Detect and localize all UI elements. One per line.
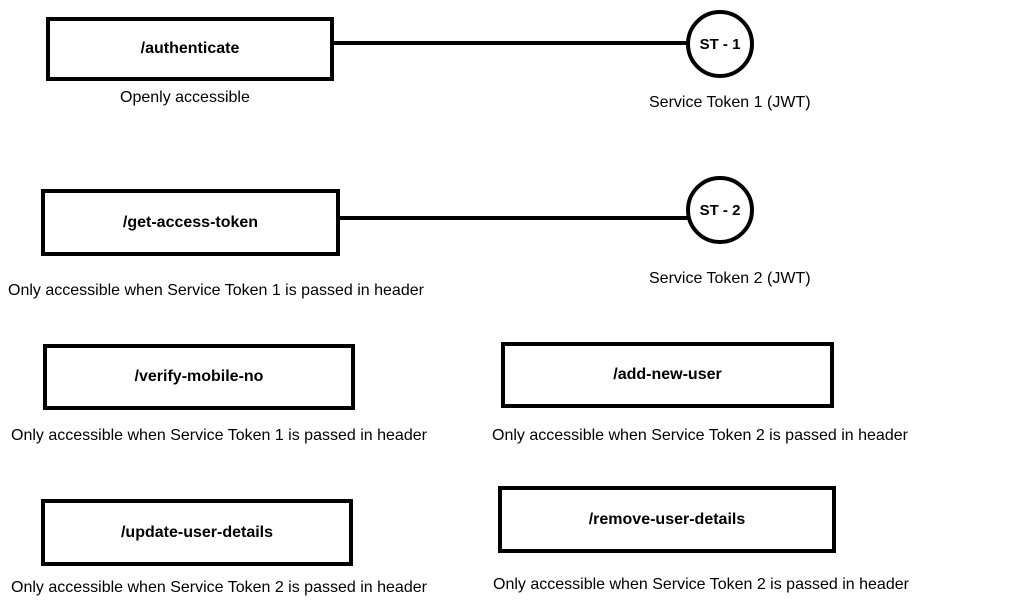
endpoint-get-access-token-caption: Only accessible when Service Token 1 is … <box>8 282 424 299</box>
token-st2-label: ST - 2 <box>699 201 741 219</box>
connector-get-access-token-st2 <box>338 216 690 220</box>
endpoint-get-access-token: /get-access-token <box>41 189 340 256</box>
token-st1: ST - 1 <box>686 10 754 78</box>
endpoint-authenticate-label: /authenticate <box>140 40 240 57</box>
connector-authenticate-st1 <box>332 41 690 45</box>
endpoint-update-user-details-caption: Only accessible when Service Token 2 is … <box>11 579 427 596</box>
endpoint-remove-user-details-label: /remove-user-details <box>588 510 746 528</box>
endpoint-add-new-user: /add-new-user <box>501 342 834 408</box>
endpoint-add-new-user-label: /add-new-user <box>613 366 722 383</box>
endpoint-add-new-user-caption: Only accessible when Service Token 2 is … <box>492 427 908 444</box>
endpoint-remove-user-details: /remove-user-details <box>498 486 836 553</box>
token-st2: ST - 2 <box>686 176 754 244</box>
endpoint-get-access-token-label: /get-access-token <box>122 213 259 231</box>
endpoint-remove-user-details-caption: Only accessible when Service Token 2 is … <box>493 576 909 593</box>
endpoint-verify-mobile-no-caption: Only accessible when Service Token 1 is … <box>11 427 427 444</box>
endpoint-verify-mobile-no: /verify-mobile-no <box>43 344 355 410</box>
endpoint-verify-mobile-no-label: /verify-mobile-no <box>134 368 264 385</box>
endpoint-update-user-details: /update-user-details <box>41 499 353 566</box>
token-st1-caption: Service Token 1 (JWT) <box>649 94 811 111</box>
endpoint-authenticate-caption: Openly accessible <box>120 89 250 106</box>
endpoint-authenticate: /authenticate <box>46 17 334 81</box>
endpoint-update-user-details-label: /update-user-details <box>120 523 274 541</box>
token-st2-caption: Service Token 2 (JWT) <box>649 270 811 287</box>
token-st1-label: ST - 1 <box>699 35 741 53</box>
